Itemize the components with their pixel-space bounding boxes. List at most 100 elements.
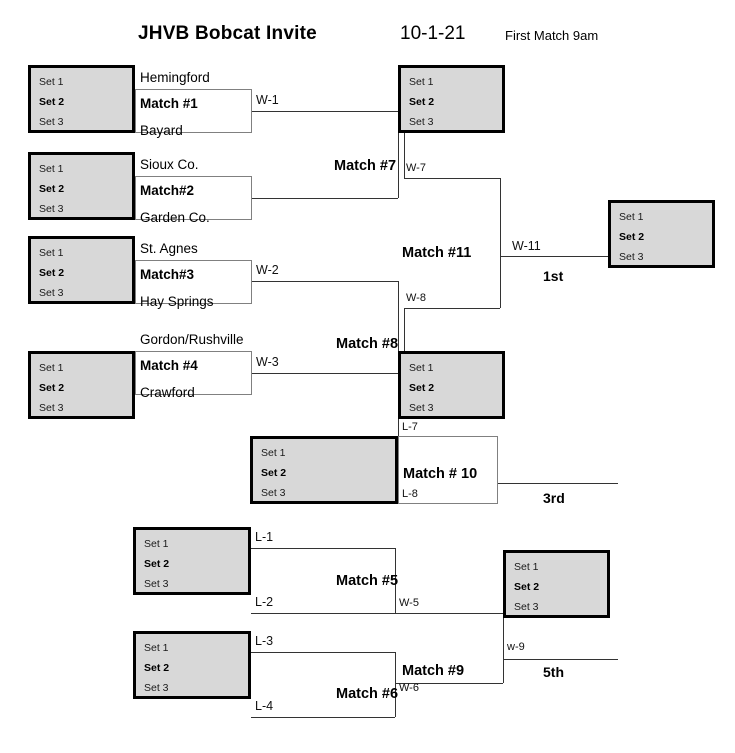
feed-w7: W-7 [406, 162, 426, 174]
setbox-match-1[interactable]: Set 1 Set 2 Set 3 [28, 65, 135, 133]
set-2-label[interactable]: Set 2 [39, 267, 65, 279]
set-3-label[interactable]: Set 3 [39, 402, 64, 414]
page-title: JHVB Bobcat Invite [138, 23, 317, 44]
set-1-label[interactable]: Set 1 [39, 247, 64, 259]
set-2-label[interactable]: Set 2 [619, 231, 645, 243]
connector-w6 [395, 683, 503, 684]
set-2-label[interactable]: Set 2 [39, 183, 65, 195]
match-2-label: Match#2 [140, 183, 195, 198]
match-9-label: Match #9 [402, 663, 465, 679]
setbox-match-3[interactable]: Set 1 Set 2 Set 3 [28, 236, 135, 304]
join-match-6 [395, 652, 396, 717]
set-2-label[interactable]: Set 2 [409, 382, 435, 394]
connector-w8 [404, 308, 500, 309]
setbox-match-4[interactable]: Set 1 Set 2 Set 3 [28, 351, 135, 419]
feed-w5: W-5 [399, 597, 419, 609]
matchbox-match-10[interactable] [398, 436, 498, 504]
setbox-match-5[interactable]: Set 1 Set 2 Set 3 [133, 527, 251, 595]
connector-w2 [252, 281, 398, 282]
match-5-label: Match #5 [336, 573, 399, 589]
set-1-label[interactable]: Set 1 [261, 447, 286, 459]
connector-w5 [395, 613, 503, 614]
set-2-label[interactable]: Set 2 [39, 96, 65, 108]
set-3-label[interactable]: Set 3 [144, 682, 169, 694]
set-1-label[interactable]: Set 1 [144, 642, 169, 654]
team-crawford: Crawford [140, 385, 195, 400]
team-sioux-co: Sioux Co. [140, 157, 199, 172]
set-2-label[interactable]: Set 2 [39, 382, 65, 394]
set-1-label[interactable]: Set 1 [619, 211, 644, 223]
match-3-label: Match#3 [140, 267, 195, 282]
match-4-label: Match #4 [140, 358, 198, 373]
feed-l8: L-8 [402, 488, 418, 500]
feed-l7: L-7 [402, 421, 418, 433]
set-1-label[interactable]: Set 1 [39, 76, 64, 88]
set-3-label[interactable]: Set 3 [261, 487, 286, 499]
team-bayard: Bayard [140, 123, 183, 138]
set-1-label[interactable]: Set 1 [409, 76, 434, 88]
set-2-label[interactable]: Set 2 [144, 558, 170, 570]
set-1-label[interactable]: Set 1 [409, 362, 434, 374]
team-hemingford: Hemingford [140, 70, 210, 85]
join-match-5 [395, 548, 396, 613]
drop-l7 [398, 419, 399, 436]
set-2-label[interactable]: Set 2 [409, 96, 435, 108]
first-match-time: First Match 9am [505, 28, 599, 43]
matchbox-match-2[interactable] [135, 176, 252, 220]
feed-l1: L-1 [255, 530, 274, 544]
setbox-match-7[interactable]: Set 1 Set 2 Set 3 [398, 65, 505, 133]
set-1-label[interactable]: Set 1 [39, 163, 64, 175]
join-match-11 [500, 178, 501, 308]
placement-3rd: 3rd [543, 490, 565, 506]
set-3-label[interactable]: Set 3 [39, 287, 64, 299]
set-3-label[interactable]: Set 3 [39, 203, 64, 215]
join-match-8 [398, 281, 399, 373]
connector-w7 [404, 178, 500, 179]
matchbox-match-3[interactable] [135, 260, 252, 304]
setbox-champion[interactable]: Set 1 Set 2 Set 3 [608, 200, 715, 268]
set-3-label[interactable]: Set 3 [39, 116, 64, 128]
team-st-agnes: St. Agnes [140, 241, 198, 256]
setbox-match-2[interactable]: Set 1 Set 2 Set 3 [28, 152, 135, 220]
connector-w3 [252, 373, 398, 374]
set-1-label[interactable]: Set 1 [514, 561, 539, 573]
set-3-label[interactable]: Set 3 [144, 578, 169, 590]
feed-w1: W-1 [256, 93, 279, 107]
connector-l4 [251, 717, 395, 718]
feed-l4: L-4 [255, 699, 274, 713]
set-3-label[interactable]: Set 3 [409, 402, 434, 414]
match-6-label: Match #6 [336, 686, 399, 702]
match-10-label: Match # 10 [403, 466, 478, 482]
setbox-fifth-place[interactable]: Set 1 Set 2 Set 3 [503, 550, 610, 618]
team-hay-springs: Hay Springs [140, 294, 214, 309]
connector-w9 [503, 659, 618, 660]
matchbox-match-1[interactable] [135, 89, 252, 133]
set-2-label[interactable]: Set 2 [514, 581, 540, 593]
set-3-label[interactable]: Set 3 [619, 251, 644, 263]
placement-1st: 1st [543, 268, 564, 284]
feed-l3: L-3 [255, 634, 274, 648]
feed-w6: W-6 [399, 682, 419, 694]
feed-l2: L-2 [255, 595, 274, 609]
match-1-label: Match #1 [140, 96, 198, 111]
setbox-match-8[interactable]: Set 1 Set 2 Set 3 [398, 351, 505, 419]
setbox-match-10[interactable]: Set 1 Set 2 Set 3 [250, 436, 398, 504]
set-2-label[interactable]: Set 2 [261, 467, 287, 479]
drop-from-setbox-7 [404, 133, 405, 178]
match-7-label: Match #7 [334, 158, 397, 174]
join-match-7 [398, 111, 399, 198]
placement-5th: 5th [543, 664, 564, 680]
feed-w3: W-3 [256, 355, 279, 369]
team-gordon-rushville: Gordon/Rushville [140, 332, 244, 347]
set-3-label[interactable]: Set 3 [514, 601, 539, 613]
connector-l1 [251, 548, 395, 549]
setbox-match-6[interactable]: Set 1 Set 2 Set 3 [133, 631, 251, 699]
set-2-label[interactable]: Set 2 [144, 662, 170, 674]
set-1-label[interactable]: Set 1 [39, 362, 64, 374]
set-3-label[interactable]: Set 3 [409, 116, 434, 128]
feed-w9: w-9 [507, 641, 525, 653]
rise-to-setbox-8 [404, 308, 405, 351]
set-1-label[interactable]: Set 1 [144, 538, 169, 550]
matchbox-match-4[interactable] [135, 351, 252, 395]
